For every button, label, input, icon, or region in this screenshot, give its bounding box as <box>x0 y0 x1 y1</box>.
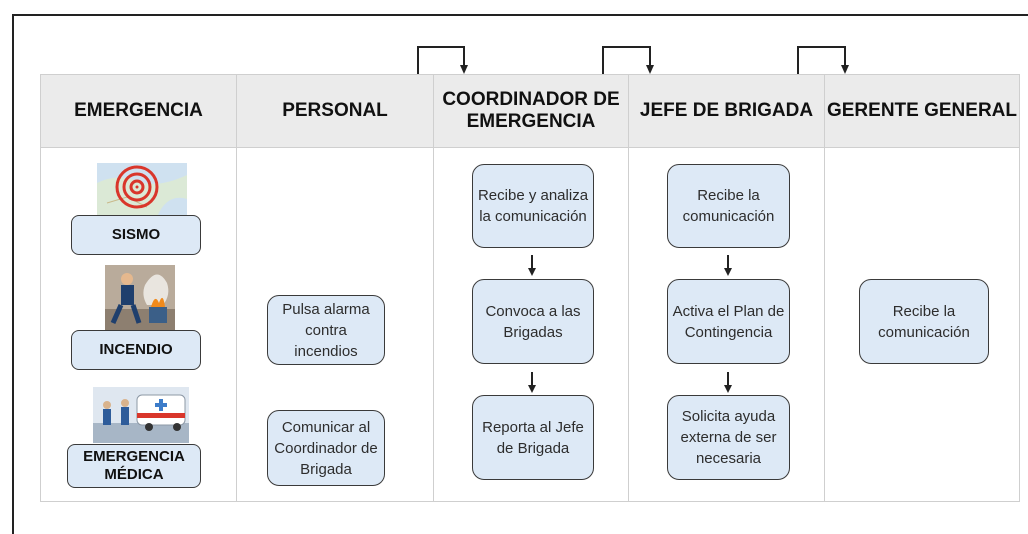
connector-jefe-gerente <box>797 46 849 74</box>
step-jefe-3: Solicita ayuda externa de ser necesaria <box>667 395 790 480</box>
connector-coordinador-jefe <box>602 46 654 74</box>
fire-image <box>105 265 175 331</box>
column-emergencia: EMERGENCIA SISMO INCENDIO <box>41 75 236 501</box>
column-header: COORDINADOR DE EMERGENCIA <box>434 75 628 148</box>
step-coordinador-3: Reporta al Jefe de Brigada <box>472 395 594 480</box>
down-arrow <box>724 255 732 276</box>
column-header: GERENTE GENERAL <box>825 75 1019 148</box>
flow-table: EMERGENCIA SISMO INCENDIO <box>40 74 1020 502</box>
connector-personal-coordinador <box>417 46 468 74</box>
down-arrow <box>528 255 536 276</box>
column-coordinador: COORDINADOR DE EMERGENCIA Recibe y anali… <box>433 75 628 501</box>
step-coordinador-1: Recibe y analiza la comunicación <box>472 164 594 248</box>
column-personal: PERSONAL Pulsa alarma contra incendios C… <box>236 75 433 501</box>
step-jefe-1: Recibe la comunicación <box>667 164 790 248</box>
earthquake-map-image <box>97 163 187 217</box>
ambulance-image <box>93 387 189 443</box>
down-arrow <box>528 372 536 393</box>
outer-frame <box>12 14 1028 534</box>
step-personal-1: Pulsa alarma contra incendios <box>267 295 385 365</box>
emergency-label-incendio: INCENDIO <box>71 330 201 370</box>
column-gerente: GERENTE GENERAL Recibe la comunicación <box>824 75 1019 501</box>
step-personal-2: Comunicar al Coordinador de Brigada <box>267 410 385 486</box>
step-coordinador-2: Convoca a las Brigadas <box>472 279 594 364</box>
down-arrow <box>724 372 732 393</box>
step-gerente-1: Recibe la comunicación <box>859 279 989 364</box>
step-jefe-2: Activa el Plan de Contingencia <box>667 279 790 364</box>
emergency-label-sismo: SISMO <box>71 215 201 255</box>
emergency-label-emergencia-medica: EMERGENCIA MÉDICA <box>67 444 201 488</box>
column-header: PERSONAL <box>237 75 433 148</box>
column-jefe: JEFE DE BRIGADA Recibe la comunicación A… <box>628 75 824 501</box>
column-header: JEFE DE BRIGADA <box>629 75 824 148</box>
column-header: EMERGENCIA <box>41 75 236 148</box>
